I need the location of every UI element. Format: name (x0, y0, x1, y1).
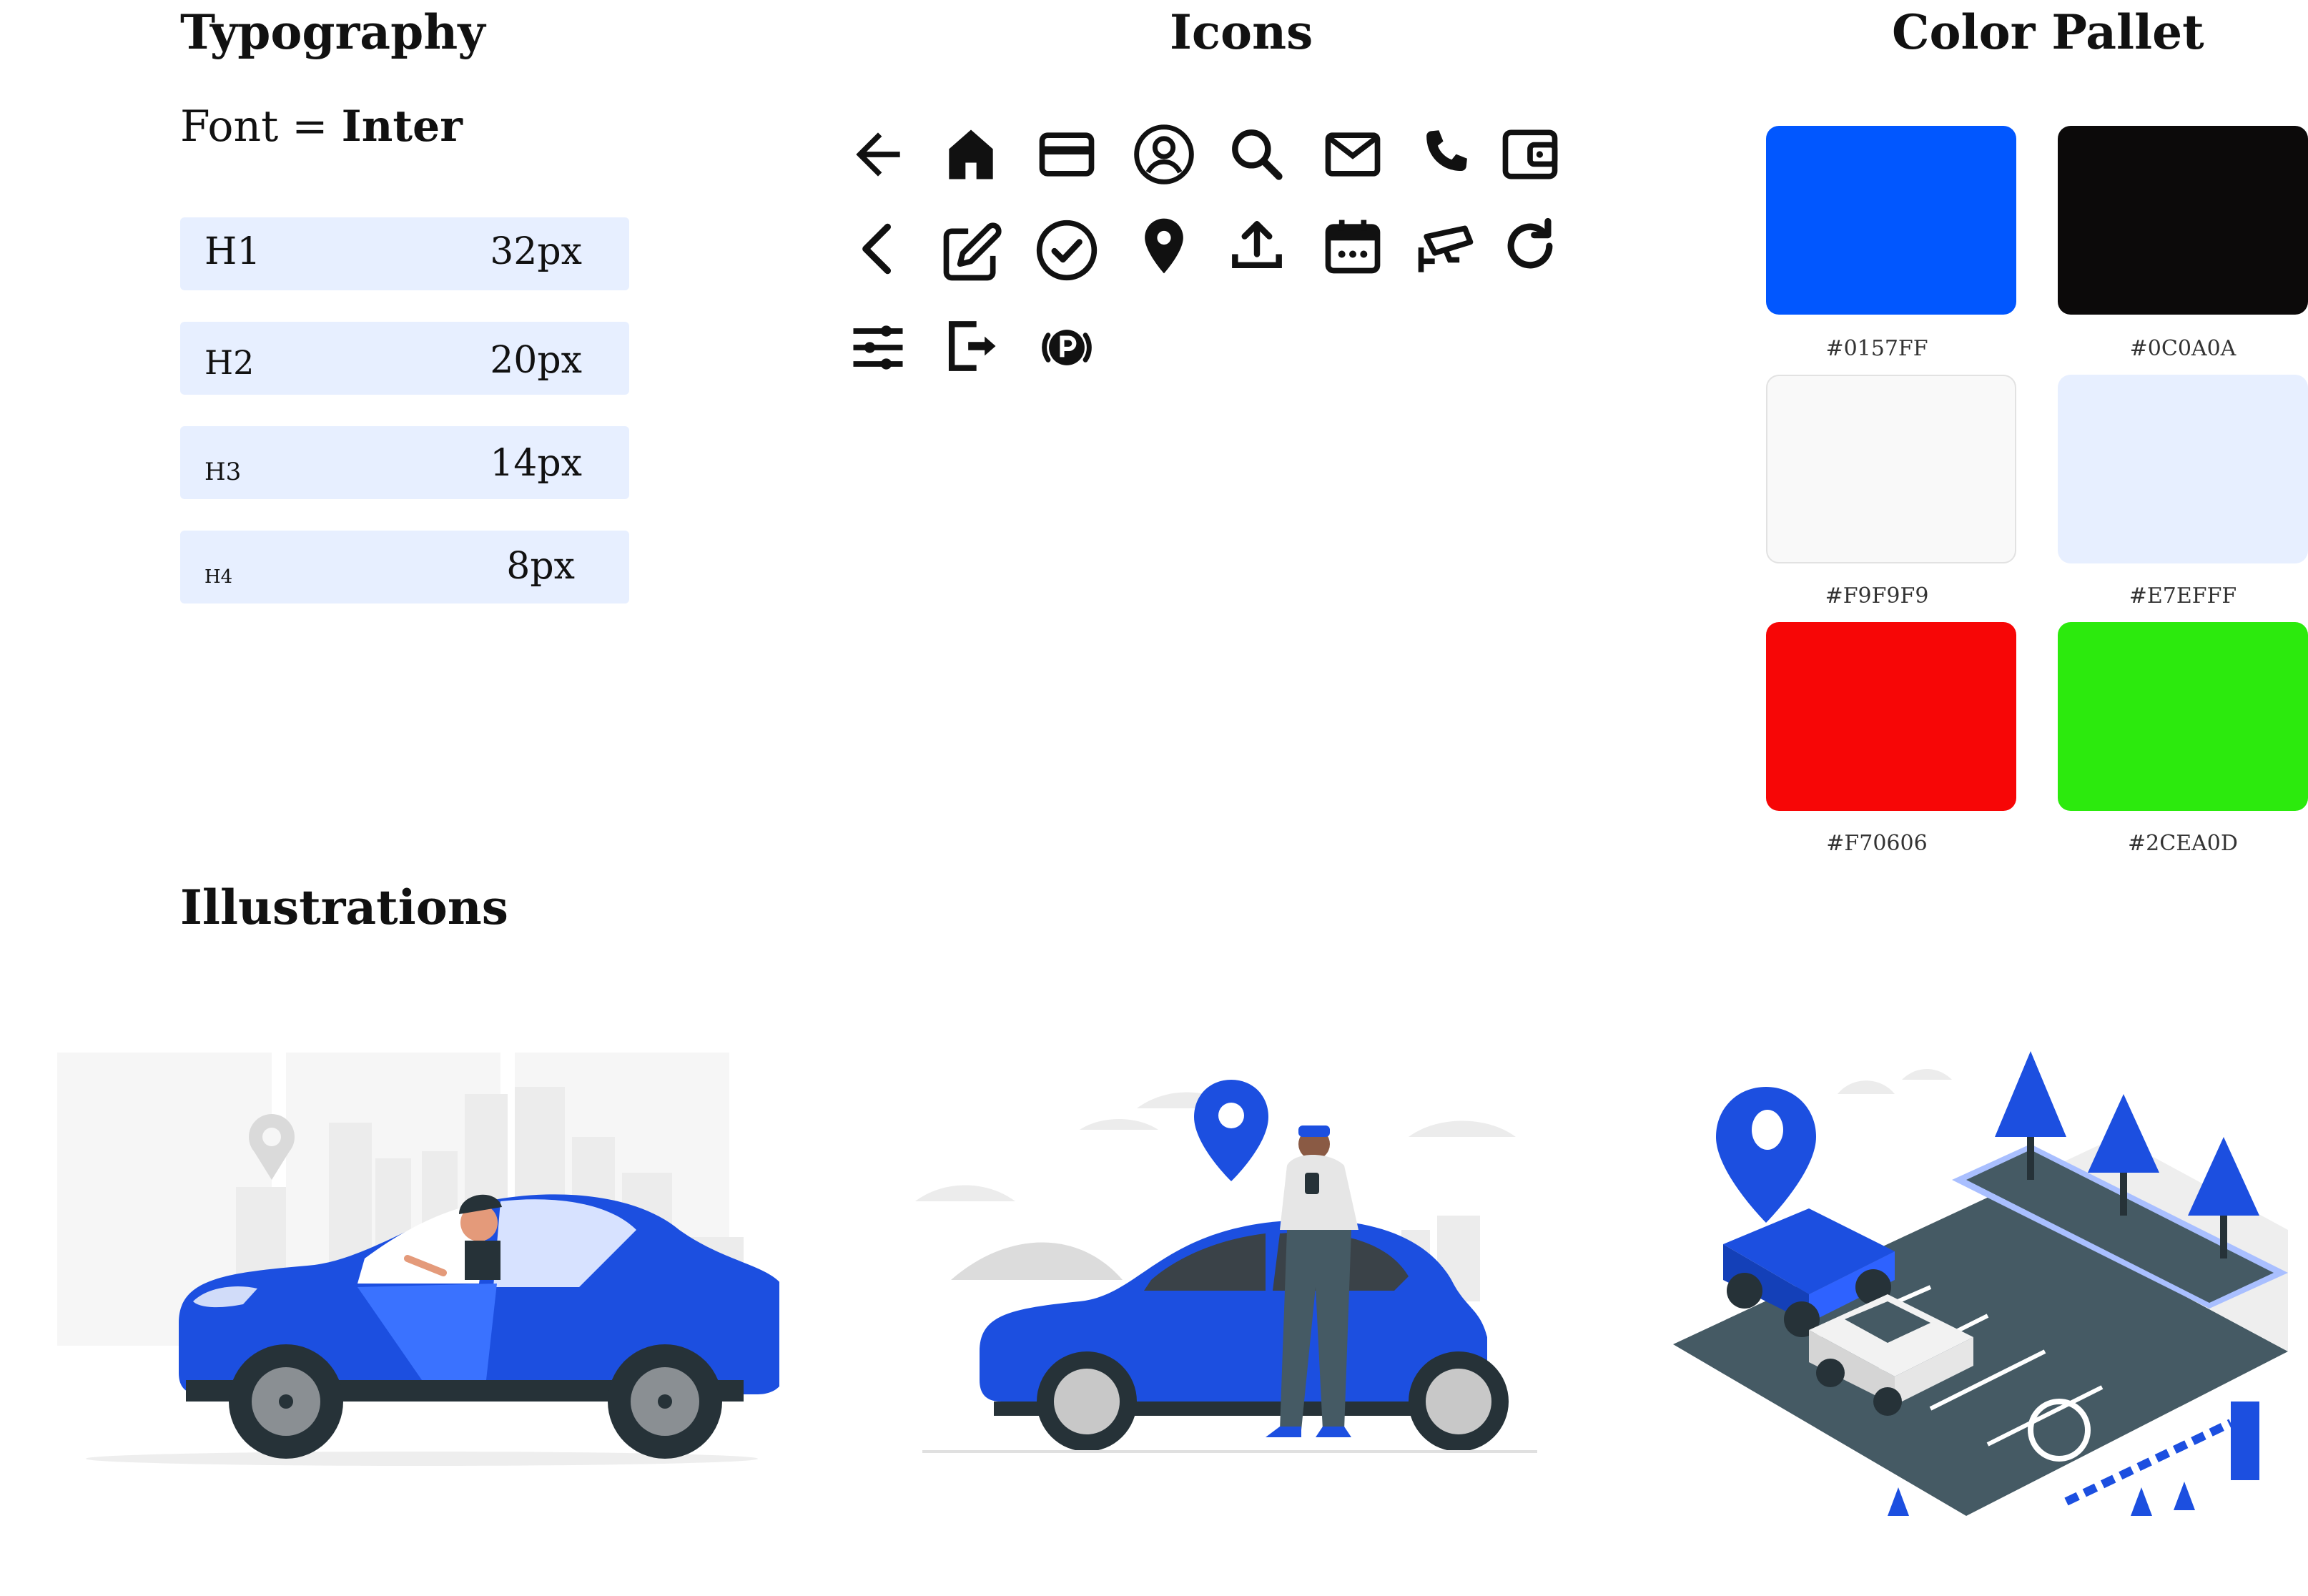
refresh-icon (1497, 213, 1563, 279)
sliders-icon (845, 315, 911, 380)
logout-icon (938, 313, 1004, 379)
swatch-green (2058, 622, 2308, 811)
swatch-lightblue (2058, 375, 2308, 563)
mail-icon (1320, 122, 1386, 187)
user-circle-icon (1131, 122, 1197, 187)
type-label: H4 (204, 566, 233, 588)
type-row-h3: H3 14px (180, 426, 629, 499)
home-icon (938, 122, 1004, 187)
swatch-blue (1766, 126, 2016, 315)
swatch-label: #F70606 (1826, 831, 1928, 856)
illustrations-title: Illustrations (180, 880, 508, 935)
isometric-parking-lot-illustration (1659, 1030, 2302, 1559)
swatch-label: #0157FF (1825, 336, 1928, 361)
swatch-red (1766, 622, 2016, 811)
calendar-icon (1320, 213, 1386, 279)
type-row-h4: H4 8px (180, 531, 629, 604)
font-prefix: Font = (180, 102, 328, 152)
check-circle-icon (1034, 217, 1100, 283)
swatch-black (2058, 126, 2308, 315)
cctv-camera-icon (1413, 217, 1479, 283)
type-size: 20px (490, 339, 582, 382)
font-name: Inter (341, 102, 463, 152)
swatch-label: #0C0A0A (2129, 336, 2237, 361)
swatch-label: #2CEA0D (2128, 831, 2238, 856)
search-icon (1224, 122, 1290, 187)
credit-card-icon (1034, 122, 1100, 187)
edit-icon (938, 220, 1004, 286)
wallet-icon (1497, 122, 1563, 187)
type-size: 32px (490, 230, 582, 273)
swatch-label: #E7EFFF (2129, 583, 2237, 609)
type-label: H1 (204, 230, 261, 273)
type-size: 14px (490, 442, 582, 485)
type-row-h2: H2 20px (180, 322, 629, 395)
icons-title: Icons (1170, 4, 1313, 60)
phone-icon (1413, 122, 1479, 187)
swatch-label: #F9F9F9 (1825, 583, 1929, 609)
location-pin-icon (1131, 213, 1197, 279)
font-line: Font = Inter (180, 102, 463, 152)
palette-title: Color Pallet (1892, 4, 2204, 60)
man-leaning-on-car-illustration (908, 1065, 1559, 1473)
type-label: H3 (204, 458, 242, 486)
type-label: H2 (204, 343, 255, 382)
typography-title: Typography (180, 4, 485, 60)
type-size: 8px (506, 545, 575, 588)
chevron-left-icon (845, 216, 911, 282)
swatch-offwhite (1766, 375, 2016, 563)
parking-icon (1034, 315, 1100, 380)
driver-in-car-illustration (21, 1044, 779, 1487)
upload-icon (1224, 213, 1290, 279)
arrow-left-icon (845, 122, 911, 187)
type-row-h1: H1 32px (180, 217, 629, 290)
